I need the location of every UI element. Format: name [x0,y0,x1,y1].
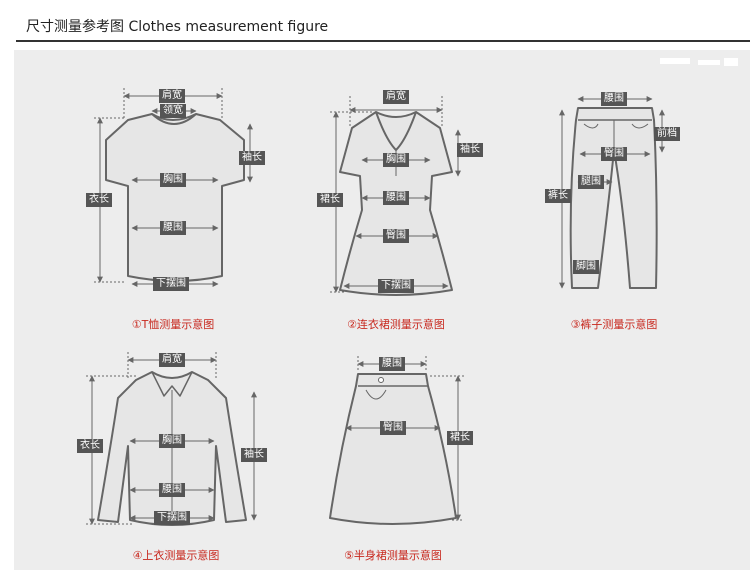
dress-waist-label: 腰围 [383,191,409,205]
top-drawing [97,371,247,526]
top-hem-label: 下摆围 [154,511,190,525]
header-divider [16,40,750,42]
decorative-mark [660,58,738,66]
skirt-hip-label: 臀围 [380,421,406,435]
top-caption: ④上衣测量示意图 [132,549,220,562]
tshirt-shoulder-label: 肩宽 [159,89,185,103]
pants-hip-label: 臀围 [601,147,627,161]
tshirt-collar-label: 领宽 [160,104,186,118]
skirt-caption: ⑤半身裙测量示意图 [344,549,442,562]
top-sleeve-label: 袖长 [241,448,267,462]
skirt-lines [345,356,464,521]
tshirt-chest-label: 胸围 [160,173,186,187]
skirt-waist-label: 腰围 [379,357,405,371]
header: 尺寸测量参考图 Clothes measurement figure [0,0,750,42]
dress-hem-label: 下摆围 [378,279,414,293]
page-title: 尺寸测量参考图 Clothes measurement figure [26,19,329,35]
pants-thigh-label: 腿围 [578,175,604,189]
tshirt-sleeve-label: 袖长 [239,151,265,165]
pants-rise-label: 前档 [654,127,680,141]
tshirt-waist-label: 腰围 [160,221,186,235]
tshirt-length-label: 衣长 [86,193,112,207]
pants-waist-label: 腰围 [601,92,627,106]
dress-length-label: 裙长 [317,193,343,207]
dress-caption: ②连衣裙测量示意图 [347,318,445,331]
top-length-label: 衣长 [77,439,103,453]
dress-sleeve-label: 袖长 [457,143,483,157]
top-chest-label: 胸围 [159,434,185,448]
top-shoulder-label: 肩宽 [159,353,185,367]
pants-leg-opening-label: 脚围 [573,260,599,274]
tshirt-hem-label: 下摆围 [153,277,189,291]
tshirt-caption: ①T恤测量示意图 [131,318,215,331]
skirt-length-label: 裙长 [447,431,473,445]
dress-chest-label: 胸围 [383,153,409,167]
pants-caption: ③裤子测量示意图 [570,318,658,331]
skirt-drawing [329,373,457,525]
top-waist-label: 腰围 [159,483,185,497]
dress-hip-label: 臀围 [383,229,409,243]
dress-shoulder-label: 肩宽 [383,90,409,104]
pants-length-label: 裤长 [545,189,571,203]
tshirt-drawing [105,113,245,282]
